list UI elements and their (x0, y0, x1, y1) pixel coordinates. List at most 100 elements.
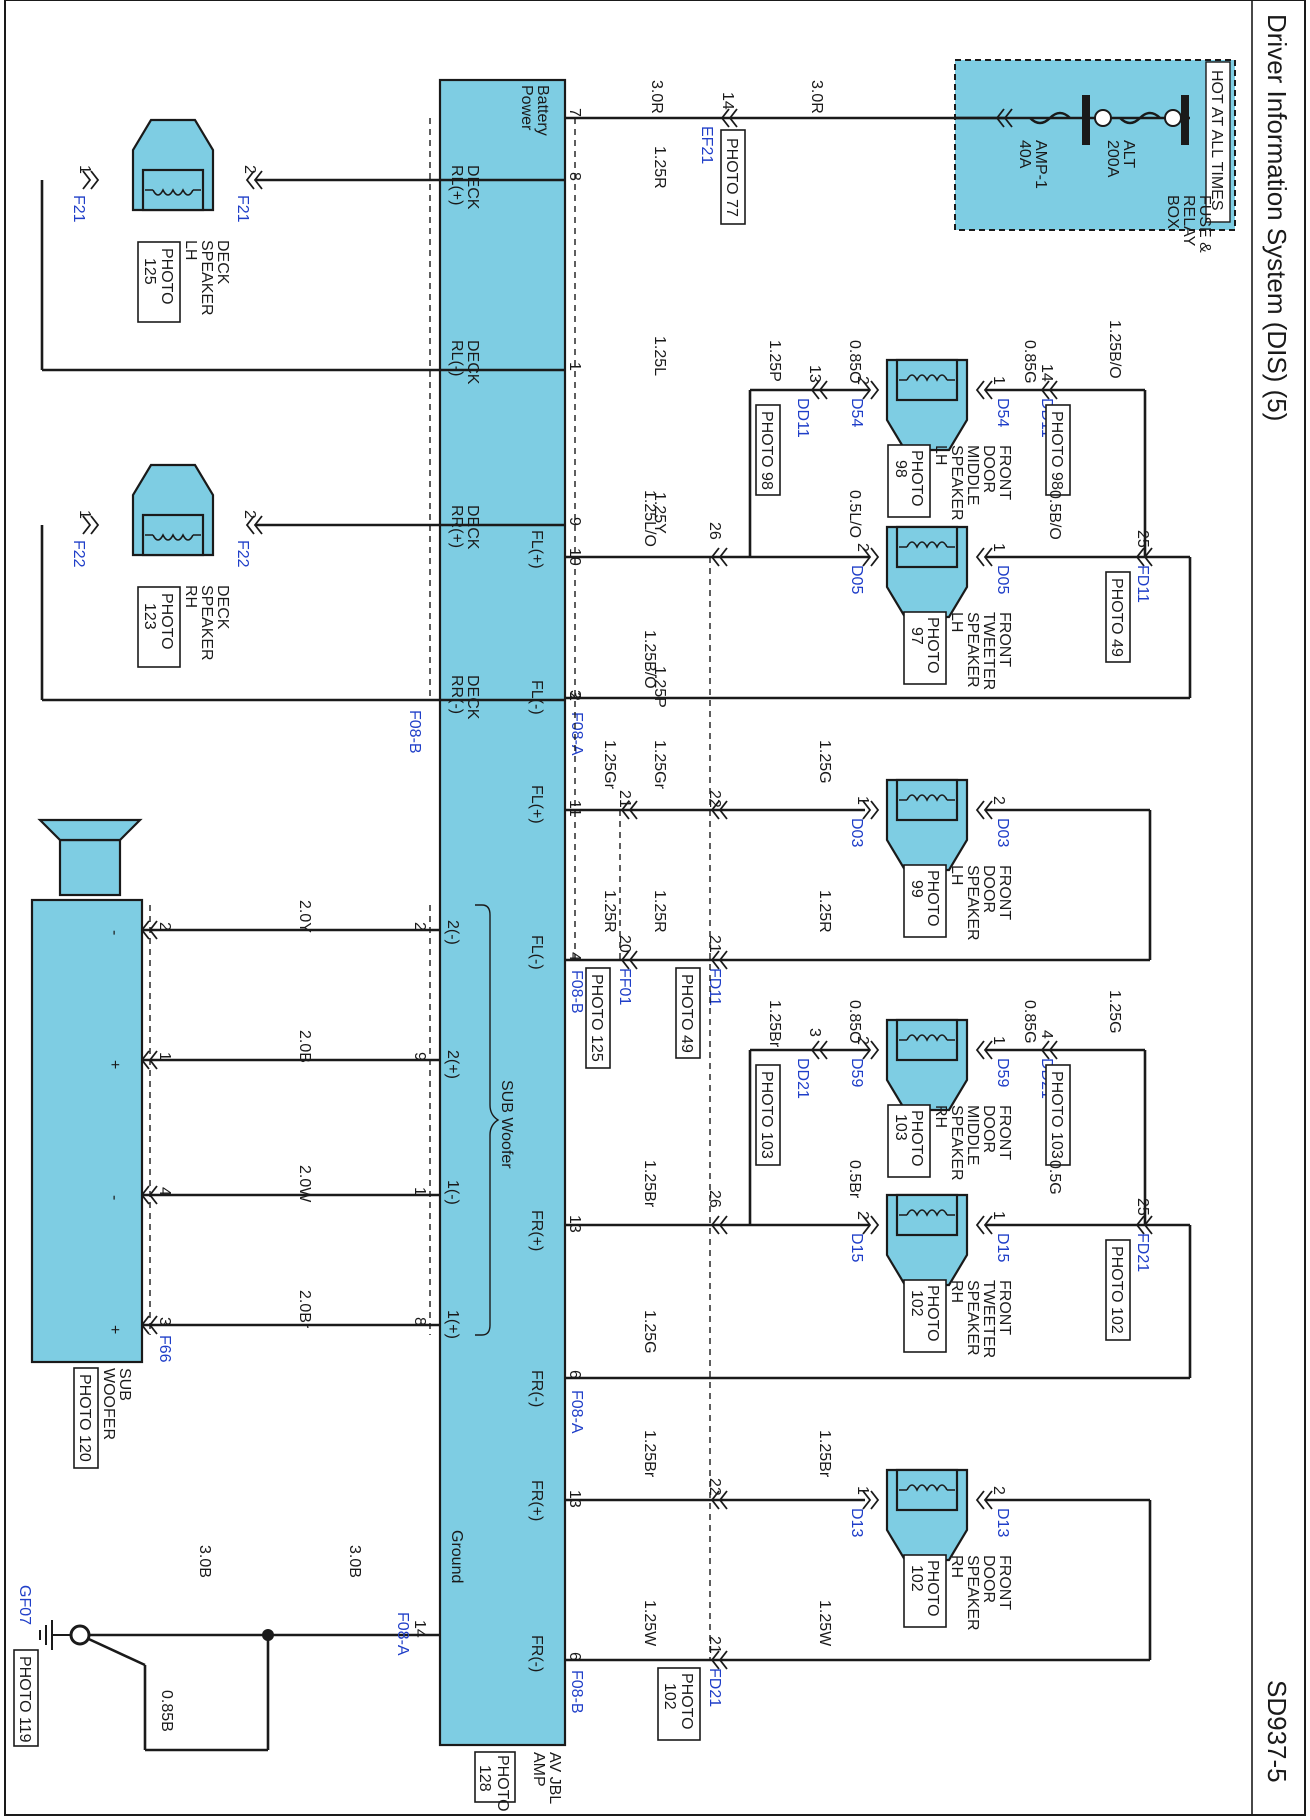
mid-lh-label-5: LH (932, 445, 949, 465)
connector-f21-a: F21 (234, 195, 251, 223)
wire-1-25B-O-a: 1.25B/O (1106, 320, 1123, 379)
busbar-2 (1082, 95, 1090, 145)
tw-lh-label-3: SPEAKER (964, 612, 981, 688)
pin-13-fr2: 13 (566, 1490, 583, 1508)
ground-circuit: 14 3.0B 3.0B F08-A 0.85B GF07 PHOTO 119 (13, 1545, 440, 1752)
wire-1-25Br-c: 1.25Br (641, 1430, 658, 1478)
deck-speaker-lh-circuit: 8 1.25R 1 1.25L 2 1 F21 F21 DECK SPEAKER… (40, 118, 668, 376)
sub-woofer-circuit: - + - + 2 9 1 8 2 1 4 3 2.0Y 2.0B 2.0W 2… (30, 818, 440, 1469)
wire-1-25G-b: 1.25G (1106, 990, 1123, 1034)
tw-rh-label-1: FRONT (996, 1280, 1013, 1335)
tw-rh-label-3: SPEAKER (964, 1280, 981, 1356)
photo-125: PHOTO 125 (588, 974, 605, 1062)
tw-lh-photo-2: 97 (908, 627, 925, 645)
pin-22-b: 22 (706, 1478, 723, 1496)
pin-6-fr2: 6 (566, 1652, 583, 1661)
pin-10: 10 (566, 548, 583, 566)
fuse-relay-box: HOT AT ALL TIMES FUSE & RELAY BOX ALT 20… (954, 59, 1236, 253)
amp-pin-fl-pos-1: FL(+) (528, 530, 545, 569)
connector-ff01: FF01 (616, 968, 633, 1005)
amp-fuse-terminal-icon (1094, 109, 1112, 127)
door-lh-pin-1: 1 (854, 796, 871, 805)
amp-pin-fr-pos-1: FR(+) (528, 1210, 545, 1251)
photo-103-box-a (755, 1064, 781, 1166)
connector-f21-b: F21 (70, 195, 87, 223)
tw-lh-label-4: LH (948, 612, 965, 632)
pin-1-deck-rl: 1 (566, 362, 583, 371)
wire-0-85G-b: 0.85G (1021, 1000, 1038, 1044)
front-door-lh-circuit: 11 1.25Gr 21 1.25Gr 22 1.25G 1 D03 2 D03… (565, 740, 1152, 1069)
page-code: SD937-5 (1262, 1680, 1292, 1783)
sub-woofer-body (30, 898, 144, 1364)
tw-lh-pin-1: 1 (990, 543, 1007, 552)
pin-6-fr: 6 (566, 1370, 583, 1379)
amp-pin-sw-2neg: 2(-) (444, 920, 461, 945)
deck-rh-photo-1: PHOTO (158, 593, 175, 650)
connector-f08a-ground: F08-A (394, 1612, 411, 1656)
amp-photo-2: 128 (476, 1765, 493, 1792)
deck-rh-pin-2: 2 (241, 510, 258, 519)
photo-98-a: PHOTO 98 (758, 411, 775, 490)
deck-rh-photo-box (137, 586, 181, 668)
deck-lh-pin-1: 1 (76, 165, 93, 174)
photo-103-a: PHOTO 103 (758, 1071, 775, 1159)
photo-103-b: PHOTO 103 (1048, 1071, 1065, 1159)
mid-rh-photo-2: 103 (892, 1114, 909, 1141)
connector-d54-b: D54 (994, 398, 1011, 427)
wire-1-25R-b: 1.25R (651, 890, 668, 933)
pin-21-gr: 21 (616, 790, 633, 808)
pin-20: 20 (616, 935, 633, 953)
door-lh-pin-2: 2 (990, 796, 1007, 805)
wire-0-5B-O: 0.5B/O (1046, 490, 1063, 540)
photo-102-a: PHOTO 102 (1108, 1246, 1125, 1334)
deck-rh-label-3: RH (182, 585, 199, 608)
wire-2-0Br: 2.0Br (296, 1290, 313, 1329)
sw-pin-2-spk: 2 (156, 922, 173, 931)
wire-2-0W: 2.0W (296, 1165, 313, 1203)
deck-rh-pin-1: 1 (76, 510, 93, 519)
photo-102-b2: 102 (661, 1683, 678, 1710)
sub-woofer-label-1: SUB (116, 1368, 133, 1401)
amp-pin-sw-2pos: 2(+) (444, 1050, 461, 1079)
door-lh-label-3: SPEAKER (964, 865, 981, 941)
photo-98-b: PHOTO 98 (1048, 411, 1065, 490)
photo-98-box-b (1045, 404, 1071, 496)
sub-minus-b: - (106, 1195, 123, 1200)
pin-2-deck-rr: 2 (566, 692, 583, 701)
deck-lh-label-2: SPEAKER (198, 240, 215, 316)
amp-pin-deck-rr-pos-1: DECK (464, 505, 481, 550)
connector-d59-a: D59 (848, 1058, 865, 1087)
pin-14-ef21: 14 (719, 92, 736, 110)
mid-rh-photo-box (887, 1104, 931, 1178)
pin-26-a: 26 (706, 522, 723, 540)
sw-pin-4-spk: 4 (156, 1187, 173, 1196)
tw-rh-pin-1: 1 (990, 1211, 1007, 1220)
connector-d13-a: D13 (848, 1508, 865, 1537)
door-lh-label-1: FRONT (996, 865, 1013, 920)
photo-102-b1: PHOTO (678, 1673, 695, 1730)
amp-pin-fl-neg-1: FL(-) (528, 680, 545, 715)
wire-0-85O-a: 0.85O (846, 340, 863, 384)
front-door-rh-circuit: 13 1.25Br 22 1.25Br 1 D13 2 D13 FRONT DO… (565, 1430, 1152, 1741)
photo-102-box-b (657, 1667, 701, 1741)
sw-pin-8-amp: 8 (411, 1317, 428, 1326)
wire-2-0Y: 2.0Y (296, 900, 313, 933)
mid-lh-label-4: SPEAKER (948, 445, 965, 521)
pin-21-fd21: 21 (706, 1636, 723, 1654)
amp-pin-deck-rl-pos-1: DECK (464, 165, 481, 210)
amp-pin-sub-woofer: SUB Woofer (498, 1080, 515, 1169)
connector-d15-b: D15 (994, 1233, 1011, 1262)
pin-25-fd21: 25 (1134, 1198, 1151, 1216)
wire-1-25Br-b: 1.25Br (766, 1000, 783, 1048)
amp-pin-sw-1pos: 1(+) (444, 1310, 461, 1339)
connector-d15-a: D15 (848, 1233, 865, 1262)
wire-0-5Br: 0.5Br (846, 1160, 863, 1199)
connector-fd11-b: FD11 (706, 968, 723, 1006)
wire-1-25L-O: 1.25L/O (641, 490, 658, 547)
door-lh-photo-1: PHOTO (924, 870, 941, 927)
pin-14-dd11: 14 (1038, 364, 1055, 382)
rotated-schematic: Driver Information System (DIS) (5) SD93… (4, 0, 1306, 1816)
mid-rh-label-5: RH (932, 1105, 949, 1128)
wire-1-25Br-a: 1.25Br (641, 1160, 658, 1208)
pin-25-fd11: 25 (1134, 530, 1151, 548)
